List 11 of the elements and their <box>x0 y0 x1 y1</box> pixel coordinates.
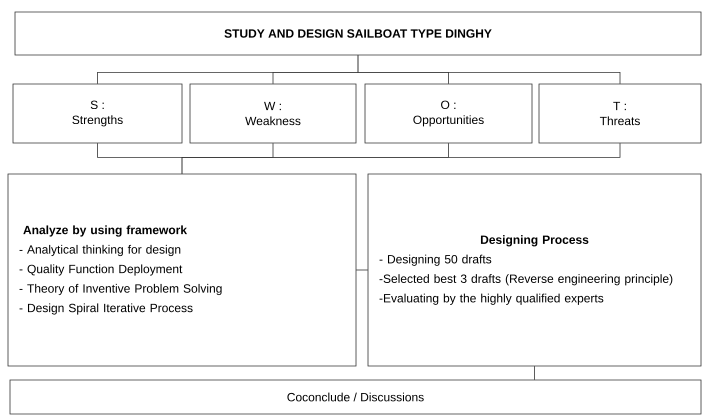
connector-line <box>534 366 535 380</box>
conclusion-box: Coconclude / Discussions <box>10 380 702 414</box>
title-box: STUDY AND DESIGN SAILBOAT TYPE DINGHY <box>14 12 702 56</box>
connector-line <box>182 143 620 174</box>
swot-box: W : Weakness <box>190 84 356 144</box>
connector-line <box>358 55 620 84</box>
swot-box: T : Threats <box>538 84 702 144</box>
swot-box: S : Strengths <box>12 84 182 144</box>
swot-box: O : Opportunities <box>364 84 532 144</box>
framework-box: Analyze by using framework - Analytical thinking for design - Quality Function Deployment - Theory of Inventive Problem Solving - Design Spiral Iterative Process <box>8 174 356 366</box>
process-box: Designing Process - Designing 50 drafts -Selected best 3 drafts (Reverse engineering principle) -Evaluating by the highly qualified experts <box>368 174 702 366</box>
